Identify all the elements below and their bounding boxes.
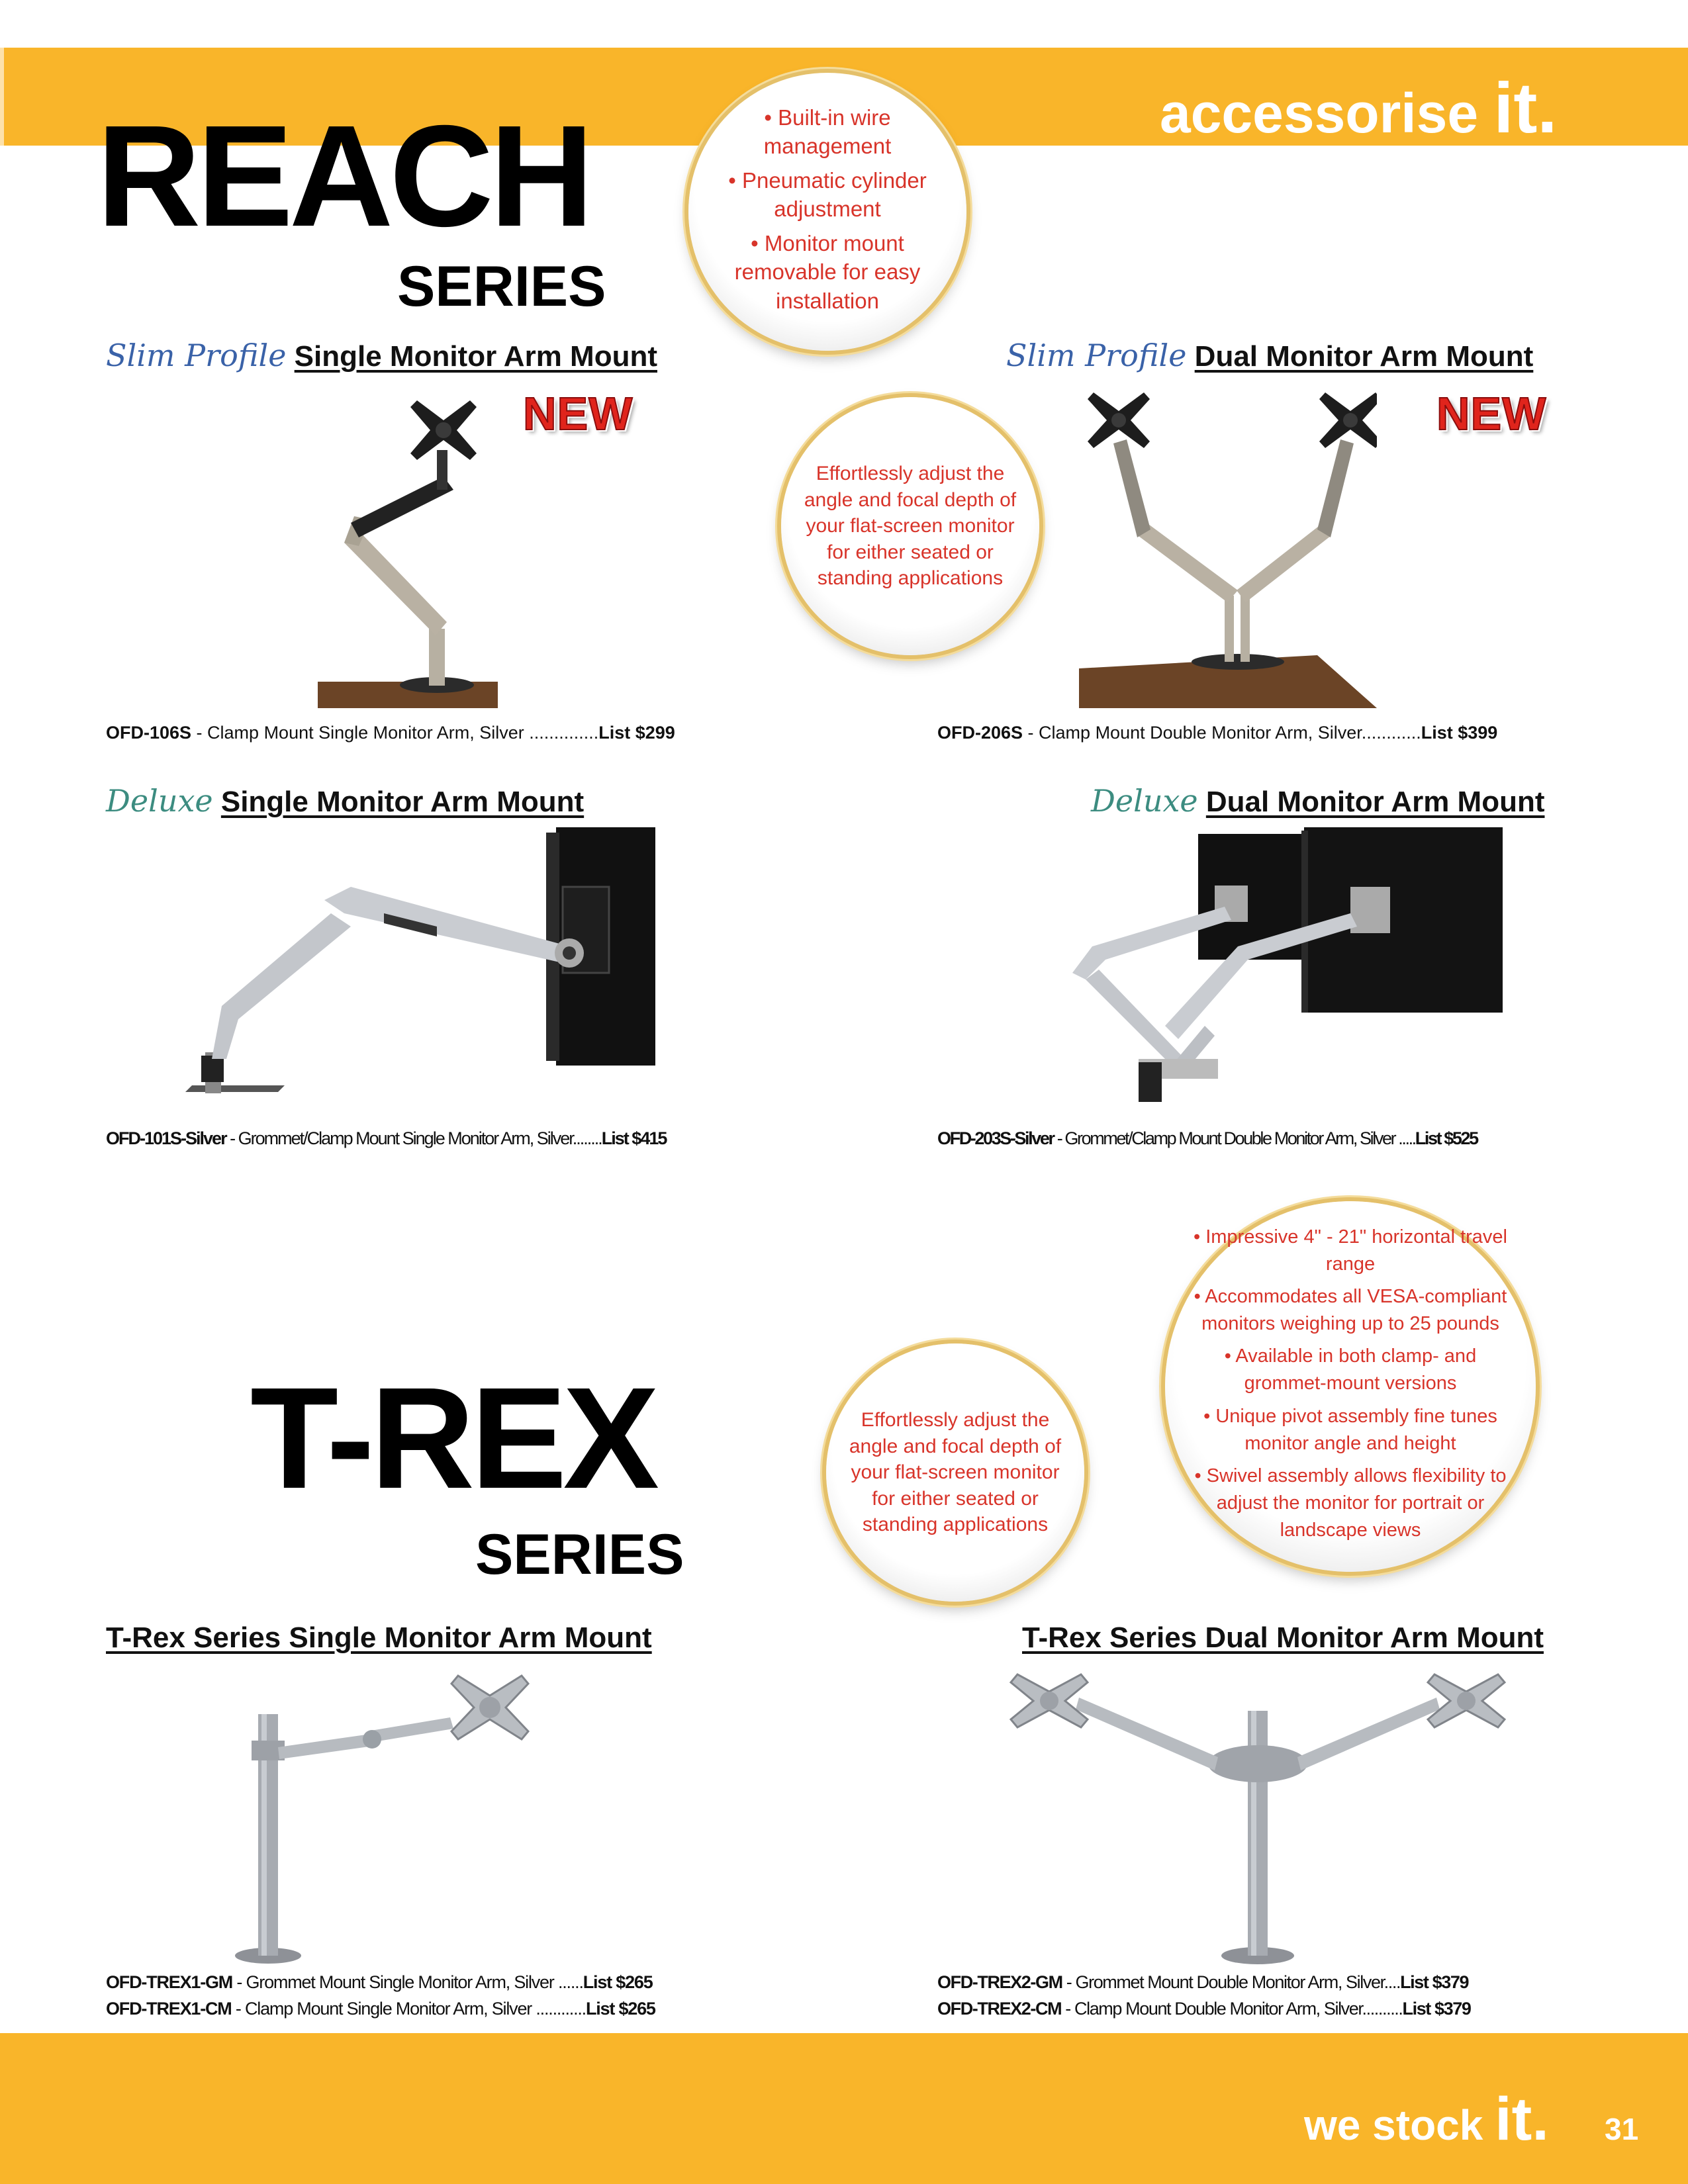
reach-feature-3: • Monitor mount removable for easy insta… bbox=[734, 230, 921, 313]
trex-feature-5: • Swivel assembly allows flexibility to … bbox=[1194, 1465, 1507, 1541]
trex-feature-3: • Available in both clamp- and grommet-m… bbox=[1224, 1345, 1477, 1394]
header-tagline-word: accessorise bbox=[1160, 82, 1479, 144]
product-price: List $265 bbox=[585, 1999, 656, 2019]
product-desc: - Grommet Mount Double Monitor Arm, Silv… bbox=[1062, 1972, 1401, 1992]
product-sku: OFD-106S bbox=[106, 723, 192, 743]
trex-series-title: T-REX bbox=[250, 1358, 659, 1519]
footer-bar bbox=[0, 2033, 1688, 2184]
trex-feature-4: • Unique pivot assembly fine tunes monit… bbox=[1203, 1405, 1497, 1454]
product-line-ofd-trex1-cm: OFD-TREX1-CM - Clamp Mount Single Monito… bbox=[106, 1999, 656, 2019]
trex-single-heading: T-Rex Series Single Monitor Arm Mount bbox=[106, 1621, 652, 1655]
product-sku: OFD-TREX1-GM bbox=[106, 1972, 233, 1992]
slim-dual-prefix: Slim Profile bbox=[1006, 338, 1187, 373]
trex-dual-title: T-Rex Series Dual Monitor Arm Mount bbox=[1022, 1621, 1544, 1654]
trex-single-title: T-Rex Series Single Monitor Arm Mount bbox=[106, 1621, 652, 1654]
product-sku: OFD-101S-Silver bbox=[106, 1128, 228, 1148]
product-line-ofd-trex2-cm: OFD-TREX2-CM - Clamp Mount Double Monito… bbox=[937, 1999, 1472, 2019]
slim-single-title: Single Monitor Arm Mount bbox=[294, 340, 657, 373]
product-line-ofd-203s-silver: OFD-203S-Silver - Grommet/Clamp Mount Do… bbox=[937, 1128, 1479, 1149]
deluxe-dual-arm-image bbox=[1072, 827, 1516, 1118]
product-desc: - Clamp Mount Double Monitor Arm, Silver… bbox=[1061, 1999, 1403, 2019]
product-price: List $379 bbox=[1402, 1999, 1472, 2019]
trex-feature-2: • Accommodates all VESA-compliant monito… bbox=[1194, 1285, 1507, 1335]
product-line-ofd-trex1-gm: OFD-TREX1-GM - Grommet Mount Single Moni… bbox=[106, 1972, 653, 1993]
footer-tagline-word: we stock bbox=[1304, 2101, 1483, 2149]
page-number: 31 bbox=[1605, 2112, 1639, 2146]
reach-features-bubble: • Built-in wire management • Pneumatic c… bbox=[688, 73, 966, 351]
deluxe-single-prefix: Deluxe bbox=[106, 783, 213, 819]
trex-series-subtitle: SERIES bbox=[475, 1523, 684, 1586]
product-desc: - Clamp Mount Double Monitor Arm, Silver… bbox=[1023, 723, 1421, 743]
product-sku: OFD-TREX2-CM bbox=[937, 1999, 1062, 2019]
trex-dual-heading: T-Rex Series Dual Monitor Arm Mount bbox=[1022, 1621, 1544, 1655]
deluxe-dual-heading: Deluxe Dual Monitor Arm Mount bbox=[1091, 783, 1544, 819]
reach-adjust-bubble: Effortlessly adjust the angle and focal … bbox=[781, 397, 1039, 655]
slim-dual-arm-image bbox=[1079, 384, 1382, 708]
product-sku: OFD-TREX1-CM bbox=[106, 1999, 232, 2019]
footer-tagline: we stock it. bbox=[1304, 2085, 1549, 2154]
product-price: List $525 bbox=[1415, 1128, 1479, 1148]
product-desc: - Clamp Mount Single Monitor Arm, Silver… bbox=[191, 723, 599, 743]
product-price: List $415 bbox=[601, 1128, 668, 1148]
product-line-ofd-trex2-gm: OFD-TREX2-GM - Grommet Mount Double Moni… bbox=[937, 1972, 1469, 1993]
product-desc: - Grommet/Clamp Mount Double Monitor Arm… bbox=[1053, 1128, 1417, 1148]
reach-adjust-text: Effortlessly adjust the angle and focal … bbox=[804, 463, 1017, 590]
product-desc: - Grommet/Clamp Mount Single Monitor Arm… bbox=[226, 1128, 603, 1148]
header-tagline: accessorise it. bbox=[1160, 66, 1557, 149]
slim-dual-heading: Slim Profile Dual Monitor Arm Mount bbox=[1006, 338, 1533, 373]
trex-adjust-text: Effortlessly adjust the angle and focal … bbox=[849, 1409, 1062, 1536]
product-price: List $299 bbox=[598, 723, 675, 743]
trex-features-bubble: • Impressive 4" - 21" horizontal travel … bbox=[1165, 1201, 1536, 1572]
product-sku: OFD-206S bbox=[937, 723, 1023, 743]
deluxe-dual-prefix: Deluxe bbox=[1091, 783, 1198, 819]
slim-dual-new-badge: NEW bbox=[1436, 387, 1547, 440]
deluxe-single-heading: Deluxe Single Monitor Arm Mount bbox=[106, 783, 584, 819]
product-price: List $399 bbox=[1421, 723, 1498, 743]
reach-feature-1: • Built-in wire management bbox=[763, 105, 892, 159]
reach-series-title: REACH bbox=[97, 96, 594, 257]
deluxe-single-title: Single Monitor Arm Mount bbox=[220, 786, 585, 818]
reach-feature-2: • Pneumatic cylinder adjustment bbox=[728, 167, 927, 222]
product-line-ofd-206s: OFD-206S - Clamp Mount Double Monitor Ar… bbox=[937, 723, 1497, 743]
reach-series-subtitle: SERIES bbox=[397, 255, 606, 318]
product-line-ofd-101s-silver: OFD-101S-Silver - Grommet/Clamp Mount Si… bbox=[106, 1128, 668, 1149]
header-tagline-it: it. bbox=[1493, 68, 1558, 148]
trex-single-arm-image bbox=[225, 1674, 543, 1966]
product-price: List $379 bbox=[1400, 1972, 1469, 1992]
product-desc: - Clamp Mount Single Monitor Arm, Silver… bbox=[231, 1999, 586, 2019]
product-price: List $265 bbox=[583, 1972, 653, 1992]
trex-adjust-bubble: Effortlessly adjust the angle and focal … bbox=[826, 1343, 1084, 1602]
product-sku: OFD-203S-Silver bbox=[937, 1128, 1055, 1148]
slim-dual-title: Dual Monitor Arm Mount bbox=[1194, 340, 1534, 373]
header-bar-edge bbox=[0, 48, 4, 146]
slim-single-arm-image bbox=[318, 384, 510, 708]
deluxe-dual-title: Dual Monitor Arm Mount bbox=[1205, 786, 1545, 818]
trex-dual-arm-image bbox=[1000, 1671, 1516, 1969]
footer-tagline-it: it. bbox=[1495, 2085, 1549, 2153]
product-line-ofd-106s: OFD-106S - Clamp Mount Single Monitor Ar… bbox=[106, 723, 675, 743]
deluxe-single-arm-image bbox=[185, 827, 662, 1118]
product-sku: OFD-TREX2-GM bbox=[937, 1972, 1063, 1992]
slim-single-new-badge: NEW bbox=[522, 387, 633, 440]
slim-single-prefix: Slim Profile bbox=[106, 338, 287, 373]
slim-single-heading: Slim Profile Single Monitor Arm Mount bbox=[106, 338, 657, 373]
product-desc: - Grommet Mount Single Monitor Arm, Silv… bbox=[232, 1972, 584, 1992]
trex-feature-1: • Impressive 4" - 21" horizontal travel … bbox=[1194, 1226, 1507, 1275]
